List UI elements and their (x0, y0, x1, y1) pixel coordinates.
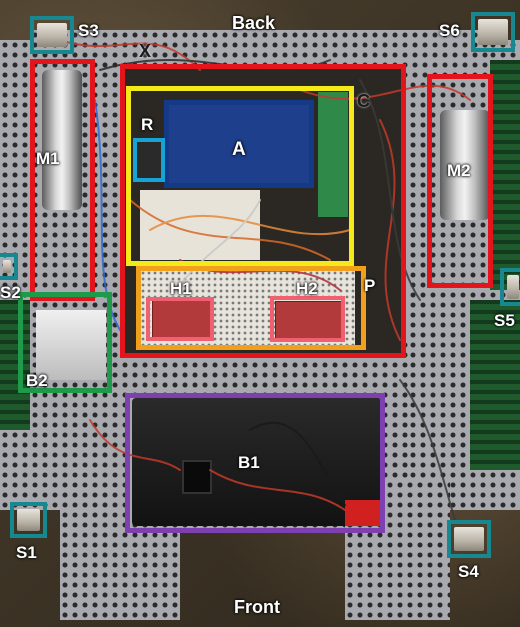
box-r-module (133, 138, 165, 182)
label-back: Back (232, 13, 276, 33)
label-x: X (139, 41, 152, 61)
label-a: A (232, 139, 246, 160)
sensor-s2-marker (0, 253, 18, 280)
motor-m1 (42, 70, 82, 210)
box-b1-battery (125, 393, 385, 533)
sensor-s3-marker (30, 16, 74, 54)
label-s3: S3 (78, 21, 99, 40)
label-c: C (357, 91, 370, 111)
box-a-board (164, 100, 314, 188)
label-front: Front (234, 597, 280, 617)
box-h1-driver (146, 297, 214, 341)
label-s4: S4 (458, 562, 479, 581)
box-x-control-area (120, 64, 406, 358)
sensor-module (135, 143, 163, 181)
label-s5: S5 (494, 311, 515, 330)
label-s6: S6 (439, 21, 460, 40)
box-m2-motor (427, 74, 493, 288)
box-b2-battery (18, 292, 112, 393)
label-m2: M2 (447, 161, 471, 180)
terminal-strip (318, 92, 348, 217)
motor-m2 (440, 110, 490, 220)
label-h1: H1 (170, 279, 192, 298)
sensor-s6-marker (471, 12, 515, 52)
battery-terminal (345, 500, 380, 526)
label-m1: M1 (36, 149, 60, 168)
box-m1-motor (30, 59, 95, 301)
box-h2-driver (270, 296, 345, 342)
track-top-right (490, 60, 520, 290)
motor-driver-h2 (275, 301, 342, 342)
label-h2: H2 (296, 279, 318, 298)
label-p: P (364, 276, 376, 295)
label-s2: S2 (0, 283, 21, 302)
track-right (470, 300, 520, 470)
track-left (0, 300, 30, 430)
box-c-controller (126, 86, 354, 266)
power-switch (182, 460, 212, 494)
box-p-breadboard (136, 266, 366, 350)
label-r: R (141, 115, 154, 134)
microcontroller-board (168, 102, 312, 188)
battery-b1 (132, 398, 382, 526)
sensor-s5-marker (500, 268, 520, 306)
sensor-s1-marker (10, 502, 47, 538)
label-b2: B2 (26, 371, 48, 390)
motor-driver-h1 (152, 300, 212, 340)
label-b1: B1 (238, 453, 260, 472)
battery-b2 (36, 310, 106, 380)
label-s1: S1 (16, 543, 37, 562)
sensor-s4-marker (447, 520, 491, 558)
